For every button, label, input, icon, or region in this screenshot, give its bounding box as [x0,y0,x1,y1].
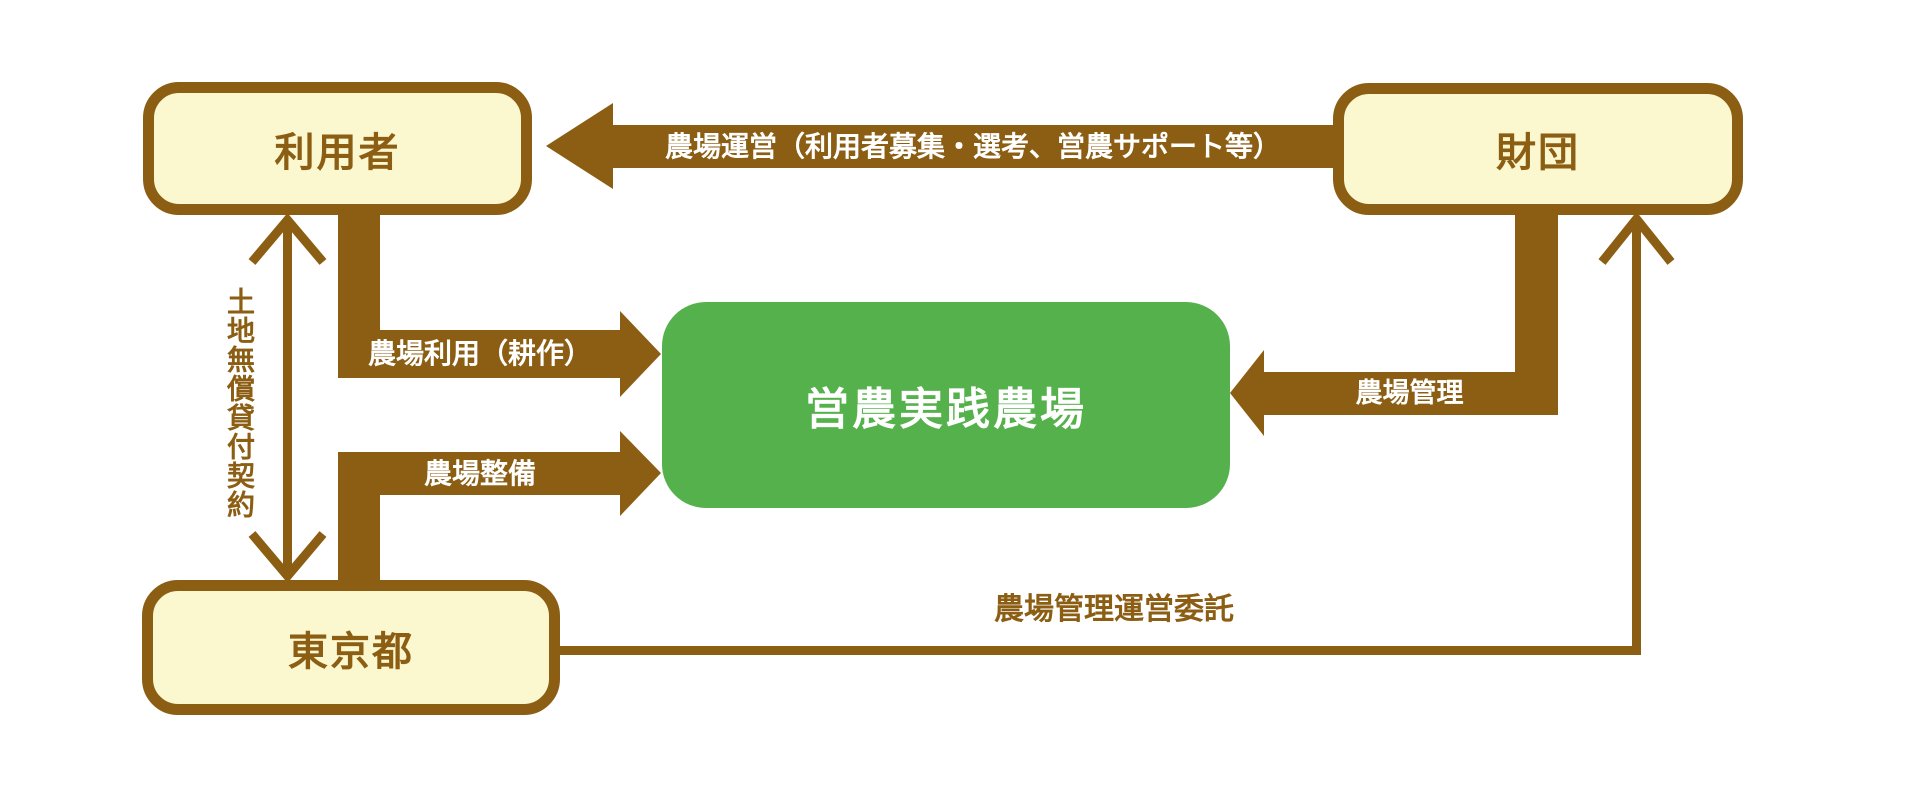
management-consignment-arrow [558,211,1675,655]
farm-operation-arrow [546,103,1333,189]
edge-label-farm-operation: 農場運営（利用者募集・選考、営農サポート等） [664,131,1281,162]
farm-improvement-arrow [338,431,661,585]
node-foundation-label: 財団 [1496,131,1580,175]
edge-label-farm-management: 農場管理 [1355,378,1464,408]
land-lease-double-arrow [248,213,327,583]
edge-label-land-lease: 土地無償貸付契約 [224,287,255,519]
edge-label-management-consignment: 農場管理運営委託 [994,593,1234,626]
edge-label-farm-use: 農場利用（耕作） [367,338,592,369]
node-tokyo-label: 東京都 [288,629,414,674]
node-farm-label: 営農実践農場 [805,385,1087,434]
farm-management-arrow [1230,210,1558,436]
node-users-label: 利用者 [274,130,401,175]
node-tokyo: 東京都 [142,580,560,715]
node-foundation: 財団 [1333,83,1743,215]
farm-use-arrow [338,210,661,397]
edge-label-farm-improvement: 農場整備 [423,458,536,489]
node-users: 利用者 [143,82,532,215]
node-farm: 営農実践農場 [662,302,1230,508]
